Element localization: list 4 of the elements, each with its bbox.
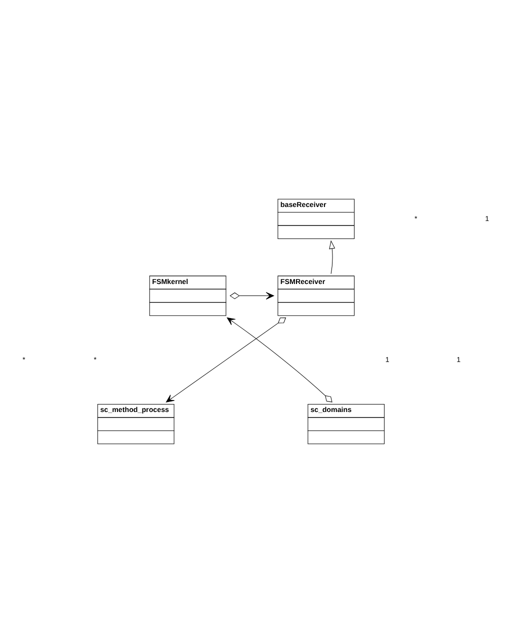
arrow [166,316,286,402]
arrow [329,240,336,274]
arrow [226,317,332,402]
arrow [230,292,274,299]
